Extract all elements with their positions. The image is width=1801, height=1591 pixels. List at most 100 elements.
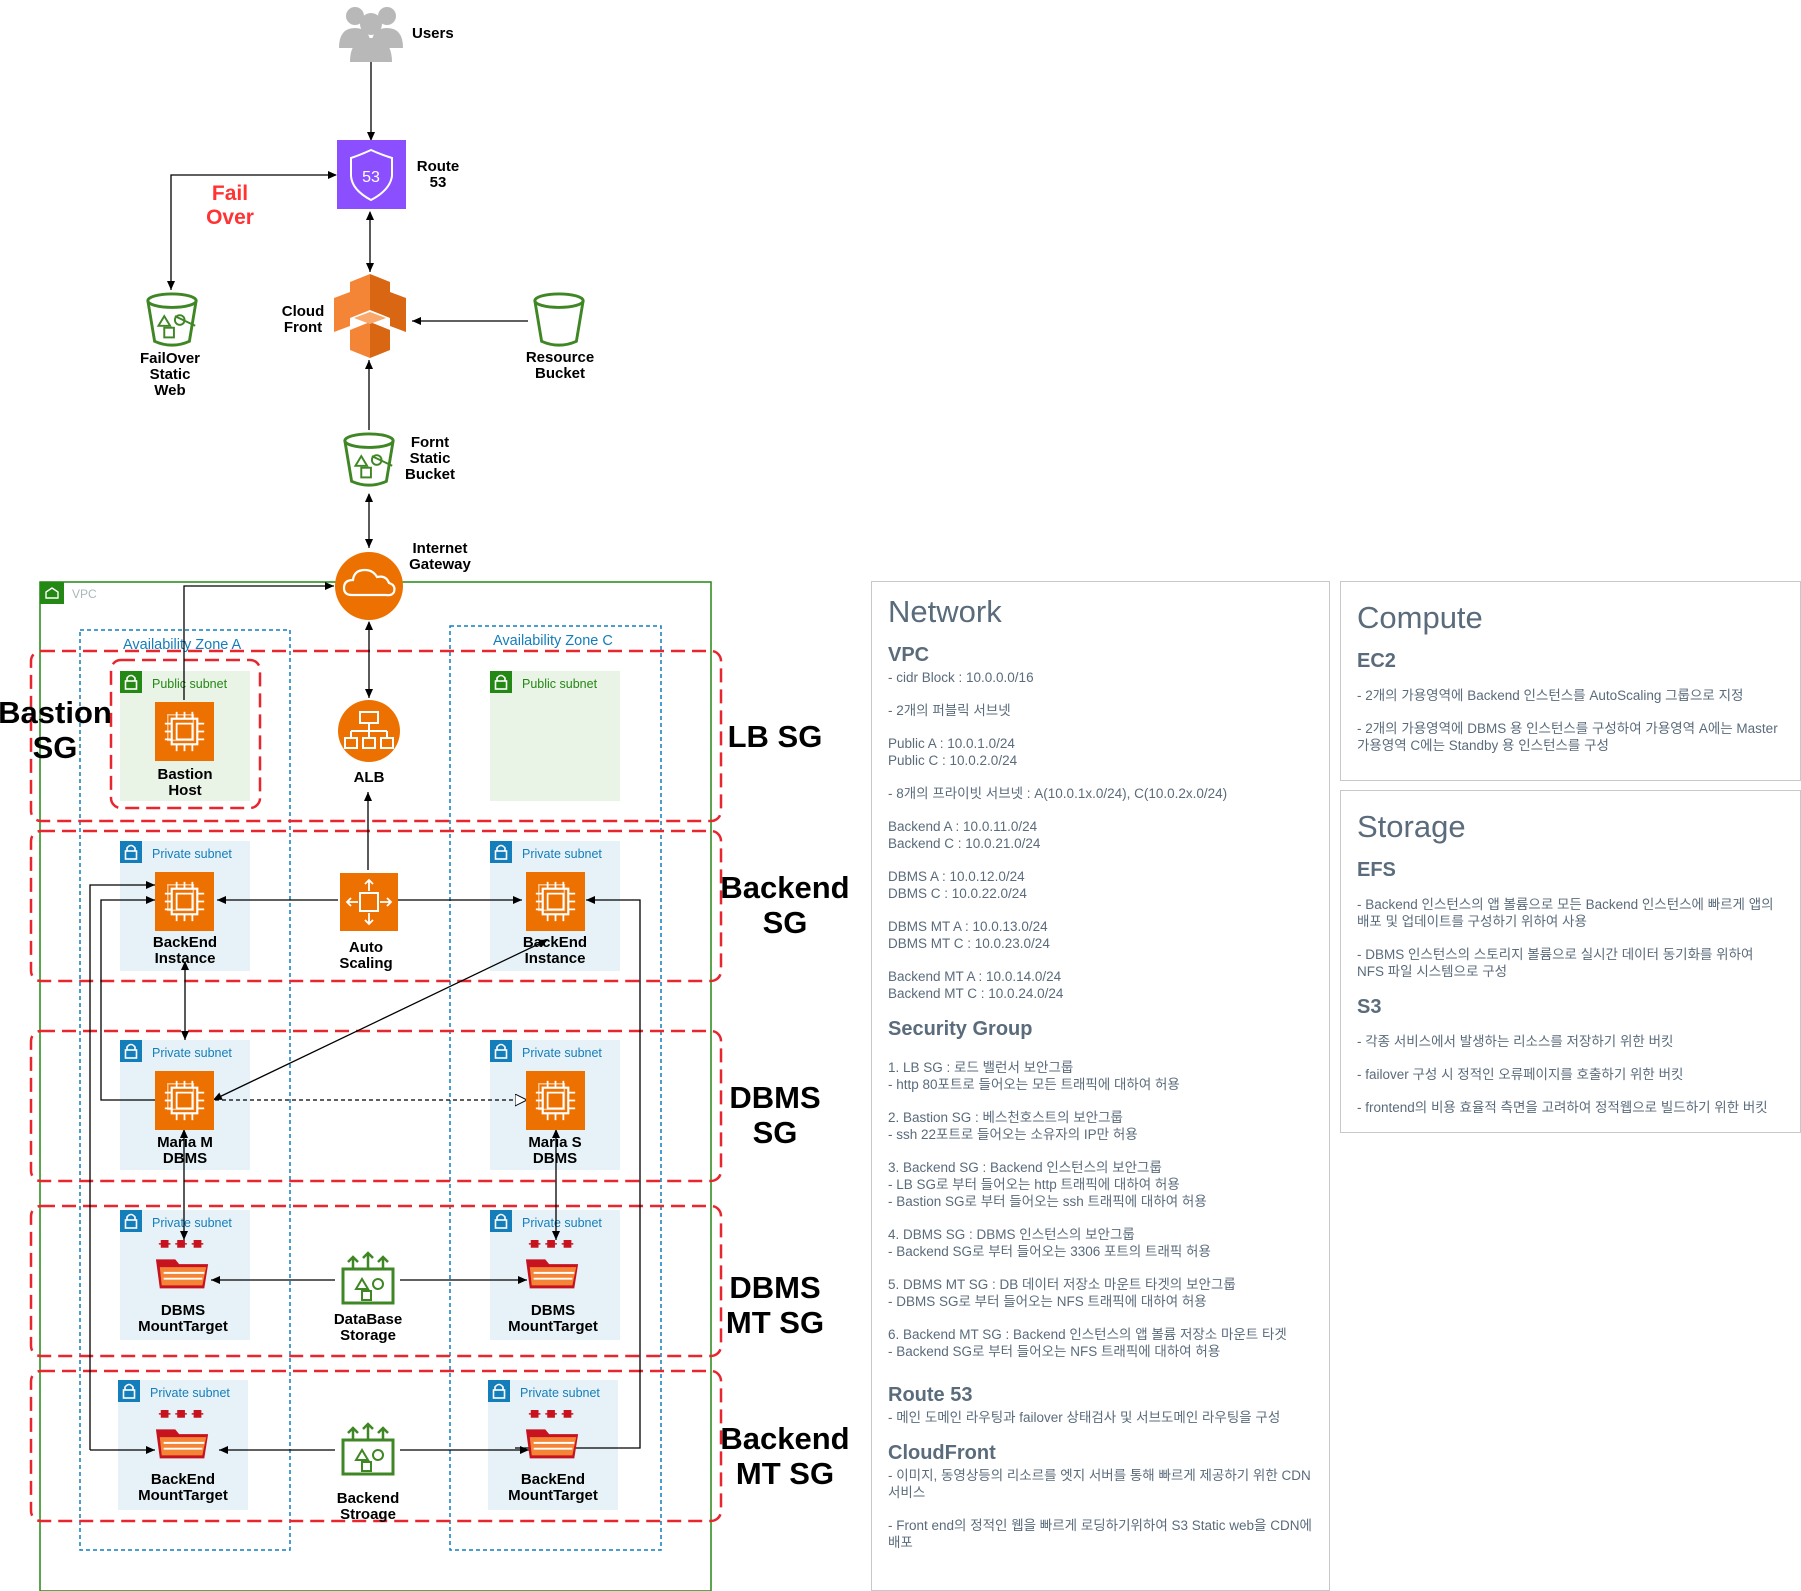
availability-zone-c-label: Availability Zone C xyxy=(493,633,613,649)
efs-item: - DBMS 인스턴스의 스토리지 볼륨으로 실시간 데이터 동기화를 위하여 … xyxy=(1357,947,1754,979)
cloudfront-item: - 이미지, 동영상등의 리소르를 엣지 서버를 통해 빠르게 제공하기 위한 … xyxy=(888,1468,1311,1500)
failover-bucket-icon xyxy=(146,292,198,347)
availability-zone-a-label: Availability Zone A xyxy=(123,637,242,653)
security-group-item: 6. Backend MT SG : Backend 인스턴스의 앱 볼륨 저장… xyxy=(888,1327,1287,1359)
dbms-mount-target-c-icon xyxy=(524,1240,580,1290)
private-subnet-label: Private subnet xyxy=(152,1046,232,1060)
private-subnet-label: Private subnet xyxy=(152,1216,232,1230)
users-label: Users xyxy=(412,25,454,42)
public-subnet-a-label: Public subnet xyxy=(152,677,228,691)
resource-bucket-icon xyxy=(533,292,585,347)
vpc-icon xyxy=(40,582,64,604)
maria-standby-dbms-icon xyxy=(526,1071,585,1130)
network-panel: Network VPC - cidr Block : 10.0.0.0/16 -… xyxy=(871,581,1330,1591)
bastion-host-icon xyxy=(155,702,214,761)
private-subnet-label: Private subnet xyxy=(150,1386,230,1400)
front-static-bucket-icon xyxy=(343,432,395,487)
security-group-heading: Security Group xyxy=(888,1018,1033,1040)
private-subnet-label: Private subnet xyxy=(520,1386,600,1400)
private-subnet-label: Private subnet xyxy=(522,1216,602,1230)
route53-item: - 메인 도메인 라우팅과 failover 상태검사 및 서브도메인 라우팅을… xyxy=(888,1410,1281,1425)
public-subnet-c-label: Public subnet xyxy=(522,677,598,691)
svg-text:53: 53 xyxy=(362,169,380,186)
backend-instance-c-icon xyxy=(526,872,585,931)
efs-heading: EFS xyxy=(1357,859,1396,881)
bastion-sg-box xyxy=(109,658,262,810)
vpc-item: - 8개의 프라이빗 서브넷 : A(10.0.1x.0/24), C(10.0… xyxy=(888,786,1228,801)
cloudfront-icon xyxy=(334,274,406,358)
users-icon xyxy=(339,7,403,62)
vpc-item: Backend A : 10.0.11.0/24 Backend C : 10.… xyxy=(888,819,1041,851)
private-subnet-label: Private subnet xyxy=(522,847,602,861)
backend-instance-a-icon xyxy=(155,872,214,931)
dbms-mount-target-a-icon xyxy=(154,1240,210,1290)
private-subnet-label: Private subnet xyxy=(522,1046,602,1060)
s3-item: - frontend의 비용 효율적 측면을 고려하여 정적웹으로 빌드하기 위… xyxy=(1357,1100,1768,1115)
storage-panel: Storage EFS - Backend 인스턴스의 앱 볼륨으로 모든 Ba… xyxy=(1340,790,1801,1133)
database-storage-icon xyxy=(341,1251,395,1305)
alb-icon xyxy=(338,700,400,762)
vpc-item: DBMS A : 10.0.12.0/24 DBMS C : 10.0.22.0… xyxy=(888,869,1027,901)
vpc-item: - cidr Block : 10.0.0.0/16 xyxy=(888,670,1034,685)
cloudfront-heading: CloudFront xyxy=(888,1442,996,1464)
route53-icon: 53 xyxy=(337,140,406,209)
backend-mount-target-a-icon xyxy=(154,1410,210,1460)
availability-zone-a xyxy=(79,629,291,1551)
vpc-list: - cidr Block : 10.0.0.0/16 - 2개의 퍼블릭 서브넷… xyxy=(888,669,1313,1002)
private-subnet-label: Private subnet xyxy=(152,847,232,861)
security-group-item: 5. DBMS MT SG : DB 데이터 저장소 마운트 타겟의 보안그룹 … xyxy=(888,1277,1236,1309)
s3-heading: S3 xyxy=(1357,996,1382,1018)
security-group-item: 3. Backend SG : Backend 인스턴스의 보안그룹 - LB … xyxy=(888,1160,1207,1209)
network-panel-title: Network xyxy=(888,594,1002,629)
backend-mount-target-c-icon xyxy=(524,1410,580,1460)
maria-master-dbms-icon xyxy=(155,1071,214,1130)
route53-heading: Route 53 xyxy=(888,1384,973,1406)
security-group-item: 2. Bastion SG : 베스천호스트의 보안그룹 - ssh 22포트로… xyxy=(888,1110,1138,1142)
lb-sg-label: LB SG xyxy=(728,719,823,754)
vpc-item: Public A : 10.0.1.0/24 Public C : 10.0.2… xyxy=(888,736,1018,768)
vpc-label: VPC xyxy=(72,587,97,601)
vpc-item: - 2개의 퍼블릭 서브넷 xyxy=(888,703,1011,718)
ec2-item: - 2개의 가용영역에 Backend 인스턴스를 AutoScaling 그룹… xyxy=(1357,688,1744,703)
ec2-heading: EC2 xyxy=(1357,650,1396,672)
internet-gateway-icon xyxy=(335,552,403,620)
public-subnet-c: Public subnet xyxy=(490,671,620,801)
dbms-sg-box xyxy=(29,1029,723,1183)
vpc-item: Backend MT A : 10.0.14.0/24 Backend MT C… xyxy=(888,969,1064,1001)
s3-item: - 각종 서비스에서 발생하는 리소스를 저장하기 위한 버킷 xyxy=(1357,1034,1674,1049)
storage-panel-title: Storage xyxy=(1357,809,1466,844)
security-group-list: 1. LB SG : 로드 밸런서 보안그룹 - http 80포트로 들어오는… xyxy=(888,1059,1313,1360)
security-group-item: 4. DBMS SG : DBMS 인스턴스의 보안그룹 - Backend S… xyxy=(888,1227,1211,1259)
auto-scaling-icon xyxy=(340,873,398,931)
compute-panel: Compute EC2 - 2개의 가용영역에 Backend 인스턴스를 Au… xyxy=(1340,581,1801,781)
s3-item: - failover 구성 시 정적인 오류페이지를 호출하기 위한 버킷 xyxy=(1357,1067,1684,1082)
dbms-mt-sg-box xyxy=(29,1204,723,1358)
cloudfront-item: - Front end의 정적인 웹을 빠르게 로딩하기위하여 S3 Stati… xyxy=(888,1518,1312,1550)
vpc-heading: VPC xyxy=(888,644,930,666)
backend-mt-sg-box xyxy=(29,1369,723,1523)
ec2-item: - 2개의 가용영역에 DBMS 용 인스턴스를 구성하여 가용영역 A에는 M… xyxy=(1357,721,1778,753)
